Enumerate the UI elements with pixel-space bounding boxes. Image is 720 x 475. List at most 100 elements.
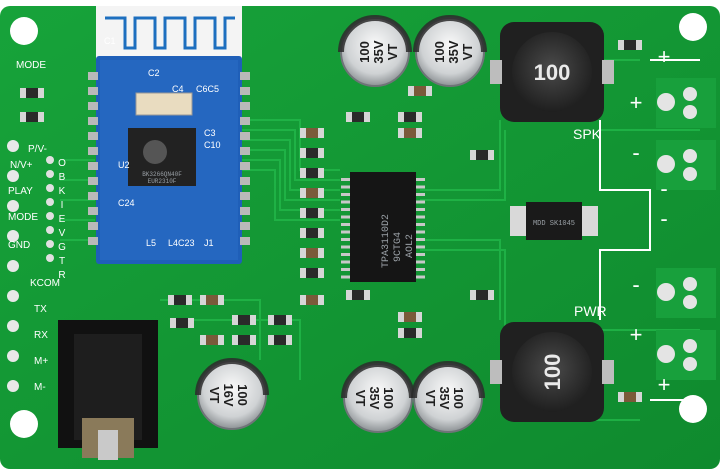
bt-label-8: J1 [204, 238, 214, 248]
test-pad [46, 240, 54, 248]
smd-part [398, 112, 422, 122]
side-label-10: M- [34, 382, 46, 393]
cap-suffix: VT [385, 44, 400, 61]
side-label-7: TX [34, 304, 47, 315]
vertical-letter: G [58, 242, 66, 253]
left-header-pins [7, 140, 54, 392]
terminal-sign: - [660, 176, 667, 201]
smd-part [300, 148, 324, 158]
smd-part [300, 168, 324, 178]
bt-label-2: C6C5 [196, 84, 219, 94]
vertical-letter: R [58, 270, 65, 281]
side-label-6: KCOM [30, 278, 60, 289]
bt-chip-line1: BK3266QN40F [142, 171, 182, 178]
cap-value: 100 [235, 384, 250, 406]
smd-part [300, 295, 324, 305]
smd-part [170, 318, 194, 328]
terminal-block [656, 78, 716, 128]
bt-label-4: C10 [204, 140, 221, 150]
test-pad [46, 170, 54, 178]
side-label-0: MODE [16, 60, 46, 71]
cap-suffix: VT [423, 390, 438, 407]
test-pad [46, 226, 54, 234]
amp-chip-line3: AOL2 [405, 234, 416, 258]
header-pin [7, 380, 19, 392]
smd-part [618, 40, 642, 50]
vertical-letter: B [59, 172, 66, 183]
bt-label-1: C4 [172, 84, 184, 94]
smd-part [300, 208, 324, 218]
terminal-sign: - [632, 272, 639, 297]
header-pin [7, 230, 19, 242]
smd-part [408, 86, 432, 96]
terminal-sign: - [660, 206, 667, 231]
side-label-1: P/V- [28, 144, 47, 155]
smd-part [346, 290, 370, 300]
smd-part [200, 335, 224, 345]
cap-voltage: 16V [221, 383, 236, 406]
cap-value: 100 [451, 387, 466, 409]
power-inductor: 100 [490, 322, 614, 422]
cap-voltage: 35V [367, 386, 382, 409]
vertical-letter: K [59, 186, 66, 197]
smd-part [300, 128, 324, 138]
side-label-5: GND [8, 240, 30, 251]
terminal-sign: + [630, 322, 643, 347]
mounting-hole [10, 17, 38, 45]
amp-chip-line2: 9CTG4 [393, 232, 404, 262]
smd-part [232, 315, 256, 325]
smd-part [268, 335, 292, 345]
cap-value: 100 [381, 387, 396, 409]
bt-label-0: C2 [148, 68, 160, 78]
bt-label-3: C3 [204, 128, 216, 138]
smd-part [470, 290, 494, 300]
side-label-3: PLAY [8, 186, 33, 197]
pwr-label: PWR [574, 303, 607, 319]
power-inductor: 100 [490, 22, 614, 122]
cap-value: 100 [357, 41, 372, 63]
smd-part [398, 312, 422, 322]
header-pin [7, 260, 19, 272]
bt-label-10: C1 [104, 36, 116, 46]
smd-part [398, 328, 422, 338]
smd-part [300, 268, 324, 278]
amp-chip-line1: TPA3110D2 [381, 214, 392, 268]
vertical-letter: T [59, 256, 65, 267]
terminal-block [656, 330, 716, 380]
cap-voltage: 35V [371, 40, 386, 63]
smd-part [268, 315, 292, 325]
vertical-letter: E [59, 214, 66, 225]
smd-part [300, 248, 324, 258]
terminal-sign: + [658, 44, 671, 69]
test-pad [46, 212, 54, 220]
amp-chip: TPA3110D2 9CTG4 AOL2 [341, 172, 425, 282]
inductors: 100 100 [490, 22, 614, 422]
inductor-value: 100 [534, 60, 571, 85]
cap-voltage: 35V [446, 40, 461, 63]
terminal-block [656, 140, 716, 190]
smd-part [346, 112, 370, 122]
terminal-signs: +--++--+ [630, 44, 671, 397]
header-pin [7, 140, 19, 152]
smd-part [20, 88, 44, 98]
bt-chip-line2: EUR2310F [148, 178, 177, 185]
diode: MDD SK1045 [510, 202, 598, 240]
header-pin [7, 200, 19, 212]
side-label-2: N/V+ [10, 160, 33, 171]
spk-label: SPK [573, 126, 602, 142]
test-pad [46, 198, 54, 206]
header-pin [7, 320, 19, 332]
header-pin [7, 350, 19, 362]
smd-part [232, 335, 256, 345]
smd-part [470, 150, 494, 160]
